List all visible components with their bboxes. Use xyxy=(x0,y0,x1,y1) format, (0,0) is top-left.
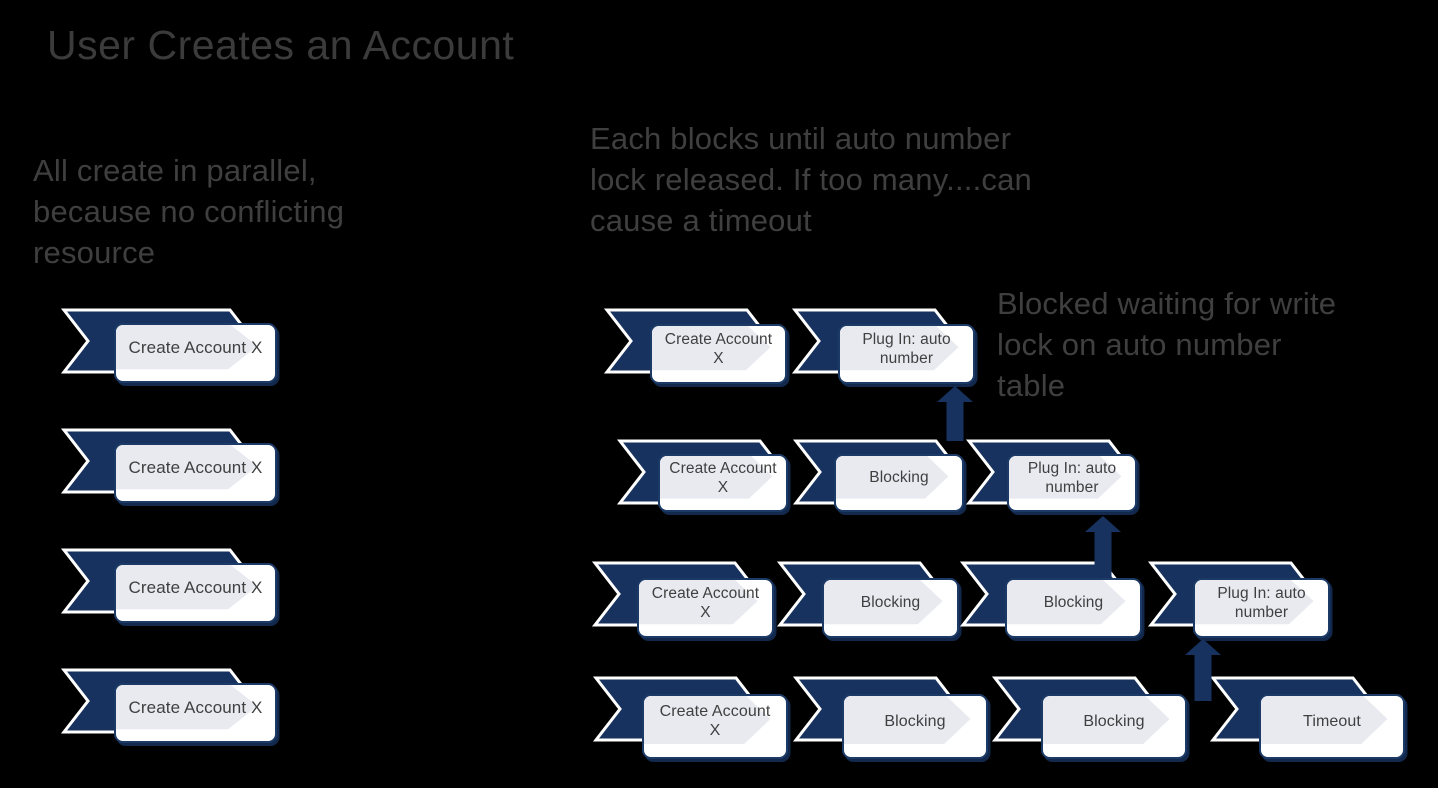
process-unit: Create Account X xyxy=(60,427,283,509)
process-box-label: Blocking xyxy=(860,594,921,612)
inner-chevron-icon xyxy=(644,696,771,745)
process-unit: Create Account X xyxy=(591,560,780,644)
process-unit: Blocking xyxy=(991,675,1193,765)
process-box: Blocking xyxy=(1041,694,1187,759)
process-box-label: Create Account X xyxy=(664,331,773,367)
process-box-label: Plug In: auto number xyxy=(1217,585,1306,621)
process-box-label: Create Account X xyxy=(669,460,777,496)
process-unit: Create Account X xyxy=(616,438,794,518)
inner-chevron-icon xyxy=(1009,456,1122,499)
process-box-label: Create Account X xyxy=(128,458,263,478)
process-box-label: Create Account X xyxy=(128,698,263,718)
process-unit: Plug In: auto number xyxy=(1147,560,1336,644)
up-arrow-icon xyxy=(937,386,973,441)
process-box: Create Account X xyxy=(650,324,787,384)
inner-chevron-icon xyxy=(660,456,773,499)
process-box: Blocking xyxy=(822,578,959,638)
slide-title: User Creates an Account xyxy=(47,22,515,68)
process-box: Plug In: auto number xyxy=(1007,454,1137,512)
process-box-label: Blocking xyxy=(884,712,946,730)
process-box-label: Blocking xyxy=(1083,712,1145,730)
process-box-label: Create Account X xyxy=(128,578,263,598)
process-unit: Blocking xyxy=(776,560,965,644)
process-box: Plug In: auto number xyxy=(1193,578,1330,638)
note-blocked-waiting: Blocked waiting for write lock on auto n… xyxy=(997,286,1337,403)
process-unit: Blocking xyxy=(792,675,994,765)
inner-chevron-icon xyxy=(1007,580,1126,625)
inner-chevron-icon xyxy=(116,685,258,730)
process-box-label: Plug In: auto number xyxy=(862,331,951,367)
process-box-label: Create Account X xyxy=(128,338,263,358)
inner-chevron-icon xyxy=(1195,580,1314,625)
note-blocks-timeout: Each blocks until auto number lock relea… xyxy=(590,121,1032,238)
process-unit: Create Account X xyxy=(60,667,283,749)
process-box: Create Account X xyxy=(114,563,277,623)
process-box: Plug In: auto number xyxy=(838,324,975,384)
inner-chevron-icon xyxy=(1261,696,1388,745)
process-box-label: Blocking xyxy=(869,469,929,487)
process-box: Create Account X xyxy=(642,694,788,759)
process-box: Create Account X xyxy=(114,683,277,743)
process-box-label: Timeout xyxy=(1303,712,1361,730)
inner-chevron-icon xyxy=(1043,696,1170,745)
process-box: Create Account X xyxy=(658,454,788,512)
process-unit: Timeout xyxy=(1209,675,1411,765)
process-box: Timeout xyxy=(1259,694,1405,759)
inner-chevron-icon xyxy=(116,325,258,370)
process-box: Blocking xyxy=(1005,578,1142,638)
process-unit: Plug In: auto number xyxy=(791,307,981,390)
process-unit: Blocking xyxy=(792,438,970,518)
process-unit: Blocking xyxy=(959,560,1148,644)
process-box-label: Create Account X xyxy=(651,585,760,621)
process-box: Create Account X xyxy=(637,578,774,638)
process-box-label: Create Account X xyxy=(659,703,771,739)
process-unit: Create Account X xyxy=(592,675,794,765)
inner-chevron-icon xyxy=(116,445,258,490)
process-box-label: Plug In: auto number xyxy=(1027,460,1117,496)
inner-chevron-icon xyxy=(824,580,943,625)
inner-chevron-icon xyxy=(652,326,771,371)
process-unit: Create Account X xyxy=(60,547,283,629)
inner-chevron-icon xyxy=(116,565,258,610)
process-unit: Create Account X xyxy=(603,307,793,390)
process-box: Blocking xyxy=(834,454,964,512)
note-parallel-create: All create in parallel, because no confl… xyxy=(33,153,345,270)
process-box-label: Blocking xyxy=(1043,594,1104,612)
inner-chevron-icon xyxy=(844,696,971,745)
process-box: Blocking xyxy=(842,694,988,759)
inner-chevron-icon xyxy=(639,580,758,625)
process-box: Create Account X xyxy=(114,443,277,503)
process-unit: Create Account X xyxy=(60,307,283,389)
inner-chevron-icon xyxy=(836,456,949,499)
inner-chevron-icon xyxy=(840,326,959,371)
process-unit: Plug In: auto number xyxy=(965,438,1143,518)
process-box: Create Account X xyxy=(114,323,277,383)
